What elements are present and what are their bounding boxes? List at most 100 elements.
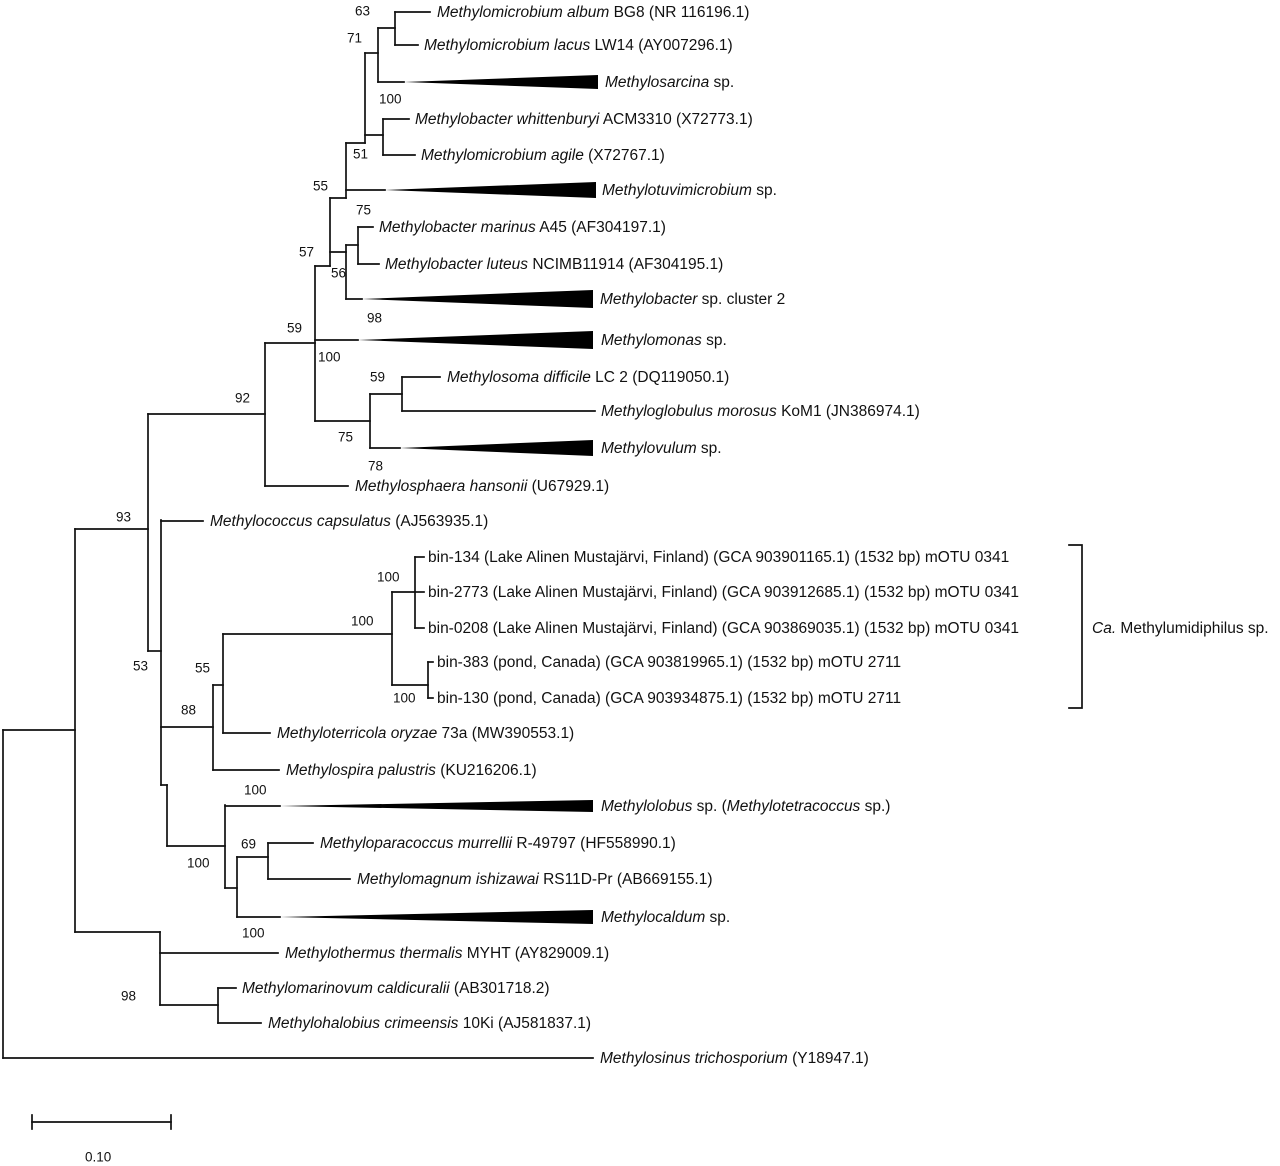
taxon-label-methylovulum-clade: Methylovulum sp. — [601, 440, 722, 457]
bootstrap-value: 51 — [353, 147, 368, 162]
bootstrap-value: 59 — [287, 321, 302, 336]
taxon-label-bin-130: bin-130 (pond, Canada) (GCA 903934875.1)… — [437, 690, 901, 707]
taxon-label-methylospira-palustris: Methylospira palustris (KU216206.1) — [286, 762, 537, 779]
taxon-label-part: LW14 (AY007296.1) — [590, 37, 732, 54]
taxon-label-part: Methylosphaera hansonii — [355, 478, 528, 495]
taxon-label-part: (AJ563935.1) — [391, 513, 488, 530]
taxon-label-part: sp. ( — [692, 798, 727, 815]
taxon-label-part: sp. — [709, 74, 734, 91]
taxon-label-part: KoM1 (JN386974.1) — [777, 403, 920, 420]
bootstrap-value: 75 — [356, 203, 371, 218]
taxon-label-part: LC 2 (DQ119050.1) — [591, 369, 729, 386]
bootstrap-value: 69 — [241, 837, 256, 852]
taxon-label-part: A45 (AF304197.1) — [536, 219, 666, 236]
taxon-label-bin-2773: bin-2773 (Lake Alinen Mustajärvi, Finlan… — [428, 584, 1019, 601]
taxon-label-bin-134: bin-134 (Lake Alinen Mustajärvi, Finland… — [428, 549, 1009, 566]
taxon-label-part: bin-134 (Lake Alinen Mustajärvi, Finland… — [428, 549, 1009, 566]
taxon-label-methyloparacoccus-murrellii: Methyloparacoccus murrellii R-49797 (HF5… — [320, 835, 676, 852]
taxon-label-part: Methylolobus — [601, 798, 693, 815]
bootstrap-value: 57 — [299, 245, 314, 260]
taxon-label-part: Methylospira palustris — [286, 762, 436, 779]
taxon-label-part: Methylotetracoccus — [727, 798, 861, 815]
bootstrap-value: 55 — [195, 661, 210, 676]
taxon-label-part: (X72767.1) — [584, 147, 665, 164]
taxon-label-bin-383: bin-383 (pond, Canada) (GCA 903819965.1)… — [437, 654, 901, 671]
bootstrap-value: 100 — [318, 350, 341, 365]
bootstrap-value: 53 — [133, 659, 148, 674]
taxon-label-part: Methylomicrobium agile — [421, 147, 584, 164]
collapsed-clade-triangle-methylotuvimicrobium-clade — [385, 182, 596, 198]
taxon-label-methylomonas-clade: Methylomonas sp. — [601, 332, 727, 349]
bootstrap-value: 100 — [377, 570, 400, 585]
clade-bracket-label-part: Ca. — [1092, 620, 1116, 637]
bootstrap-value: 93 — [116, 510, 131, 525]
taxon-label-part: Methylovulum — [601, 440, 697, 457]
taxon-label-part: 73a (MW390553.1) — [437, 725, 574, 742]
taxon-label-part: (Y18947.1) — [788, 1050, 869, 1067]
taxon-label-methylococcus-capsulatus: Methylococcus capsulatus (AJ563935.1) — [210, 513, 488, 530]
bootstrap-value: 100 — [351, 614, 374, 629]
collapsed-clade-triangle-methylocaldum-clade — [280, 910, 593, 924]
bootstrap-value: 75 — [338, 430, 353, 445]
taxon-label-methylomagnum-ishizawai: Methylomagnum ishizawai RS11D-Pr (AB6691… — [357, 871, 713, 888]
taxon-label-part: R-49797 (HF558990.1) — [512, 835, 676, 852]
taxon-label-part: Methylococcus capsulatus — [210, 513, 391, 530]
taxon-label-part: Methylocaldum — [601, 909, 705, 926]
taxon-label-part: sp. — [702, 332, 727, 349]
taxon-label-methylobacter-cluster2: Methylobacter sp. cluster 2 — [600, 291, 785, 308]
taxon-label-part: bin-2773 (Lake Alinen Mustajärvi, Finlan… — [428, 584, 1019, 601]
taxon-label-part: Methylosoma difficile — [447, 369, 591, 386]
taxon-label-methylohalobius-crimeensis: Methylohalobius crimeensis 10Ki (AJ58183… — [268, 1015, 591, 1032]
taxon-label-part: NCIMB11914 (AF304195.1) — [528, 256, 723, 273]
taxon-label-methylosphaera-hansonii: Methylosphaera hansonii (U67929.1) — [355, 478, 609, 495]
taxon-label-part: (KU216206.1) — [436, 762, 537, 779]
taxon-label-part: Methylobacter whittenburyi — [415, 111, 600, 128]
taxon-label-part: Methylomagnum ishizawai — [357, 871, 539, 888]
taxon-label-part: (U67929.1) — [527, 478, 609, 495]
taxon-label-part: sp. — [705, 909, 730, 926]
bootstrap-value: 59 — [370, 370, 385, 385]
taxon-label-methylosinus-trichosporium: Methylosinus trichosporium (Y18947.1) — [600, 1050, 869, 1067]
bootstrap-value: 92 — [235, 391, 250, 406]
bootstrap-value: 100 — [379, 92, 402, 107]
bootstrap-value: 100 — [187, 856, 210, 871]
bootstrap-value: 100 — [242, 926, 265, 941]
bootstrap-value: 63 — [355, 4, 370, 19]
collapsed-clade-triangle-methylobacter-cluster2 — [362, 290, 593, 308]
collapsed-clade-triangle-methylosarcina-clade — [404, 75, 598, 89]
taxon-label-methylomicrobium-album: Methylomicrobium album BG8 (NR 116196.1) — [437, 4, 749, 21]
taxon-label-part: bin-0208 (Lake Alinen Mustajärvi, Finlan… — [428, 620, 1019, 637]
bootstrap-value: 100 — [393, 691, 416, 706]
taxon-label-part: Methylosinus trichosporium — [600, 1050, 788, 1067]
bootstrap-value: 55 — [313, 179, 328, 194]
taxon-label-methylobacter-whittenburyi: Methylobacter whittenburyi ACM3310 (X727… — [415, 111, 753, 128]
taxon-label-part: 10Ki (AJ581837.1) — [458, 1015, 591, 1032]
taxon-label-part: sp. cluster 2 — [697, 291, 785, 308]
bootstrap-value: 78 — [368, 459, 383, 474]
taxon-label-part: Methyloterricola oryzae — [277, 725, 438, 742]
taxon-label-methylosarcina-clade: Methylosarcina sp. — [605, 74, 734, 91]
taxon-label-part: Methyloparacoccus murrellii — [320, 835, 513, 852]
scale-bar-label: 0.10 — [85, 1150, 111, 1165]
taxon-label-part: (AB301718.2) — [450, 980, 550, 997]
bootstrap-value: 71 — [347, 31, 362, 46]
clade-bracket-label: Ca. Methylumidiphilus sp. — [1092, 620, 1269, 637]
taxon-label-methylotuvimicrobium-clade: Methylotuvimicrobium sp. — [602, 182, 777, 199]
taxon-label-part: RS11D-Pr (AB669155.1) — [539, 871, 713, 888]
collapsed-clade-triangle-methylolobus-clade — [280, 800, 593, 812]
taxon-label-methylomarinovum-caldicuralii: Methylomarinovum caldicuralii (AB301718.… — [242, 980, 550, 997]
taxon-label-part: sp. — [697, 440, 722, 457]
taxon-label-methylomicrobium-agile: Methylomicrobium agile (X72767.1) — [421, 147, 665, 164]
taxon-label-part: Methylosarcina — [605, 74, 710, 91]
taxon-label-part: Methylobacter luteus — [385, 256, 528, 273]
bootstrap-value: 56 — [331, 266, 346, 281]
taxon-label-part: Methylohalobius crimeensis — [268, 1015, 459, 1032]
bootstrap-value: 98 — [367, 311, 382, 326]
taxon-label-part: Methylotuvimicrobium — [602, 182, 752, 199]
taxon-label-part: Methyloglobulus morosus — [601, 403, 777, 420]
taxon-label-part: sp. — [752, 182, 777, 199]
taxon-label-methylomicrobium-lacus: Methylomicrobium lacus LW14 (AY007296.1) — [424, 37, 733, 54]
taxon-label-part: bin-383 (pond, Canada) (GCA 903819965.1)… — [437, 654, 901, 671]
